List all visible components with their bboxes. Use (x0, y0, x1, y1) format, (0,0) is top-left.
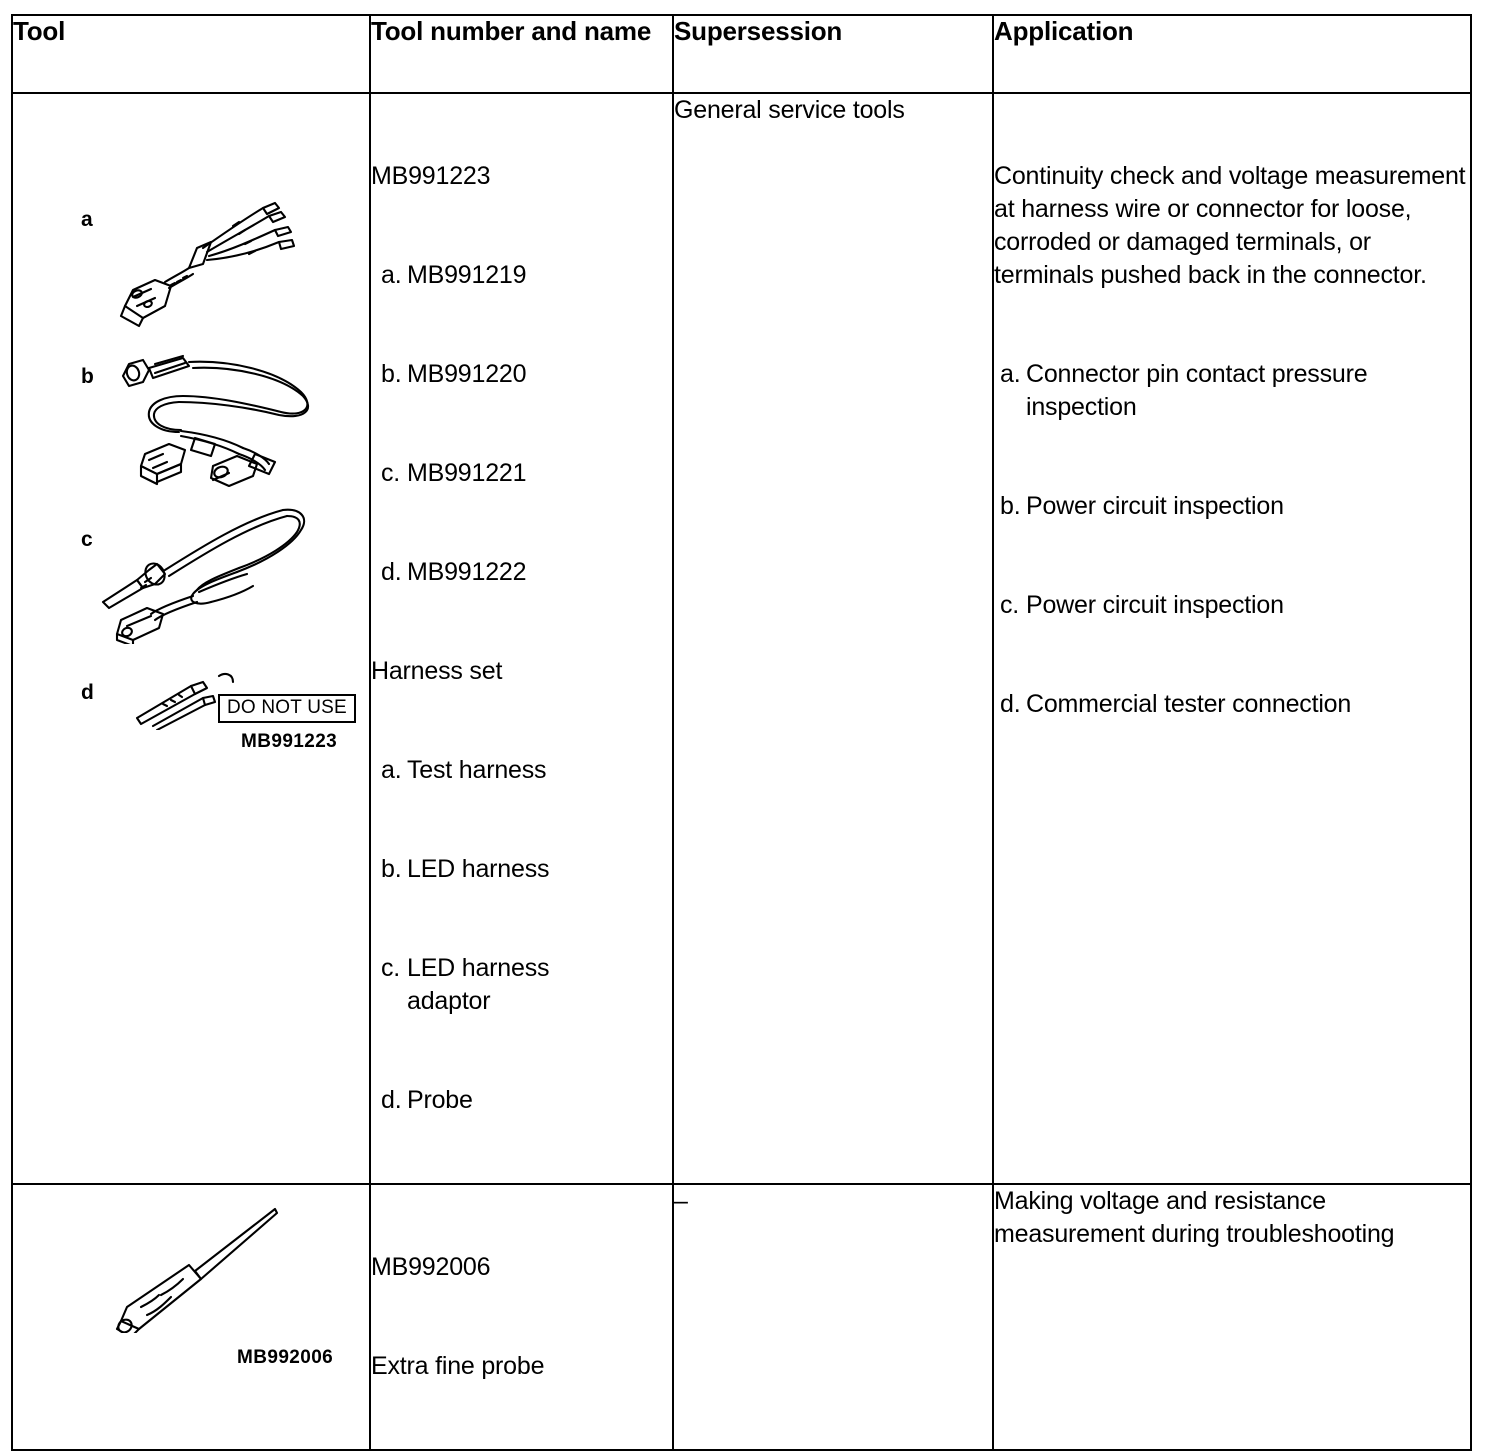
list-marker: a. (1000, 360, 1021, 388)
probe-icon (133, 672, 243, 730)
list-marker: b. (381, 855, 402, 883)
column-header-application-label: Application (994, 16, 1134, 46)
list-item: b. Power circuit inspection (994, 490, 1470, 523)
tool-illustration-cell: MB992006 (11, 1183, 371, 1451)
list-marker: d. (381, 1086, 402, 1114)
tool-code-label: MB991223 (241, 731, 338, 752)
supersession-cell: General service tools (672, 92, 994, 1185)
application-intro: Continuity check and voltage measurement… (994, 162, 1473, 289)
list-item: c. Power circuit inspection (994, 589, 1470, 622)
list-item: b. MB991220 (371, 358, 672, 391)
list-text: Power circuit inspection (1026, 492, 1284, 520)
list-text: Commercial tester connection (1026, 690, 1352, 718)
table-header-row: Tool Tool number and name Supersession A… (11, 14, 1472, 94)
supersession-text: – (674, 1187, 688, 1215)
list-text: Power circuit inspection (1026, 591, 1284, 619)
list-item: b. LED harness (371, 853, 672, 886)
list-text: MB991222 (407, 558, 527, 586)
figure-letter-c: c (81, 528, 93, 551)
tool-number-and-name-cell: MB992006 Extra fine probe (369, 1183, 674, 1451)
list-item: d. Commercial tester connection (994, 688, 1470, 721)
table-row: MB992006 MB992006 Extra fine probe – Mak… (11, 1183, 1472, 1451)
column-header-supersession: Supersession (672, 14, 994, 94)
led-harness-icon (109, 352, 329, 494)
tool-illustration-cell: a (11, 92, 371, 1185)
list-item: d. MB991222 (371, 556, 672, 589)
application-cell: Continuity check and voltage measurement… (992, 92, 1472, 1185)
table-row: a (11, 92, 1472, 1185)
tool-set-name: Extra fine probe (371, 1352, 545, 1380)
figure-letter-d: d (81, 681, 94, 704)
list-marker: c. (381, 459, 401, 487)
list-text: LED harness (407, 855, 550, 883)
tool-main-code: MB991223 (371, 162, 491, 190)
column-header-tool-number-and-name: Tool number and name (369, 14, 674, 94)
list-text: MB991220 (407, 360, 527, 388)
list-item: c. MB991221 (371, 457, 672, 490)
tool-number-and-name-content: MB991223 a. MB991219 b. MB991220 c. MB99… (371, 94, 672, 1183)
tool-set-name: Harness set (371, 657, 503, 685)
list-marker: d. (1000, 690, 1021, 718)
application-intro: Making voltage and resistance measuremen… (994, 1187, 1395, 1248)
list-text: Probe (407, 1086, 473, 1114)
column-header-application: Application (992, 14, 1472, 94)
list-text: MB991221 (407, 459, 527, 487)
column-header-tool-label: Tool (13, 16, 66, 46)
tool-main-code: MB992006 (371, 1253, 491, 1281)
special-tools-table: Tool Tool number and name Supersession A… (11, 14, 1472, 1451)
list-marker: d. (381, 558, 402, 586)
list-item: c. LED harness adaptor (371, 952, 672, 1018)
tool-number-and-name-content: MB992006 Extra fine probe (371, 1185, 672, 1449)
list-item: a. Connector pin contact pressure inspec… (994, 358, 1470, 424)
column-header-tool: Tool (11, 14, 371, 94)
list-marker: b. (381, 360, 402, 388)
tool-table-page: Tool Tool number and name Supersession A… (11, 14, 1472, 1451)
list-item: d. Probe (371, 1084, 672, 1117)
led-harness-adaptor-icon (97, 504, 317, 644)
list-item: a. Test harness (371, 754, 672, 787)
extra-fine-probe-icon (97, 1203, 287, 1333)
list-marker: a. (381, 756, 402, 784)
application-cell: Making voltage and resistance measuremen… (992, 1183, 1472, 1451)
do-not-use-badge: DO NOT USE (218, 694, 356, 723)
list-marker: b. (1000, 492, 1021, 520)
test-harness-icon (103, 194, 313, 334)
list-text: LED harness adaptor (407, 954, 550, 1015)
figure-letter-b: b (81, 365, 94, 388)
supersession-cell: – (672, 1183, 994, 1451)
list-text: MB991219 (407, 261, 527, 289)
list-marker: c. (381, 954, 401, 982)
tool-code-label: MB992006 (237, 1347, 334, 1368)
supersession-text: General service tools (674, 96, 905, 124)
list-marker: a. (381, 261, 402, 289)
column-header-supersession-label: Supersession (674, 16, 843, 46)
column-header-tool-number-and-name-label: Tool number and name (371, 16, 652, 46)
figure-letter-a: a (81, 208, 93, 231)
list-marker: c. (1000, 591, 1020, 619)
list-item: a. MB991219 (371, 259, 672, 292)
list-text: Test harness (407, 756, 547, 784)
application-content: Continuity check and voltage measurement… (994, 94, 1470, 787)
list-text: Connector pin contact pressure inspectio… (1026, 360, 1375, 421)
tool-number-and-name-cell: MB991223 a. MB991219 b. MB991220 c. MB99… (369, 92, 674, 1185)
